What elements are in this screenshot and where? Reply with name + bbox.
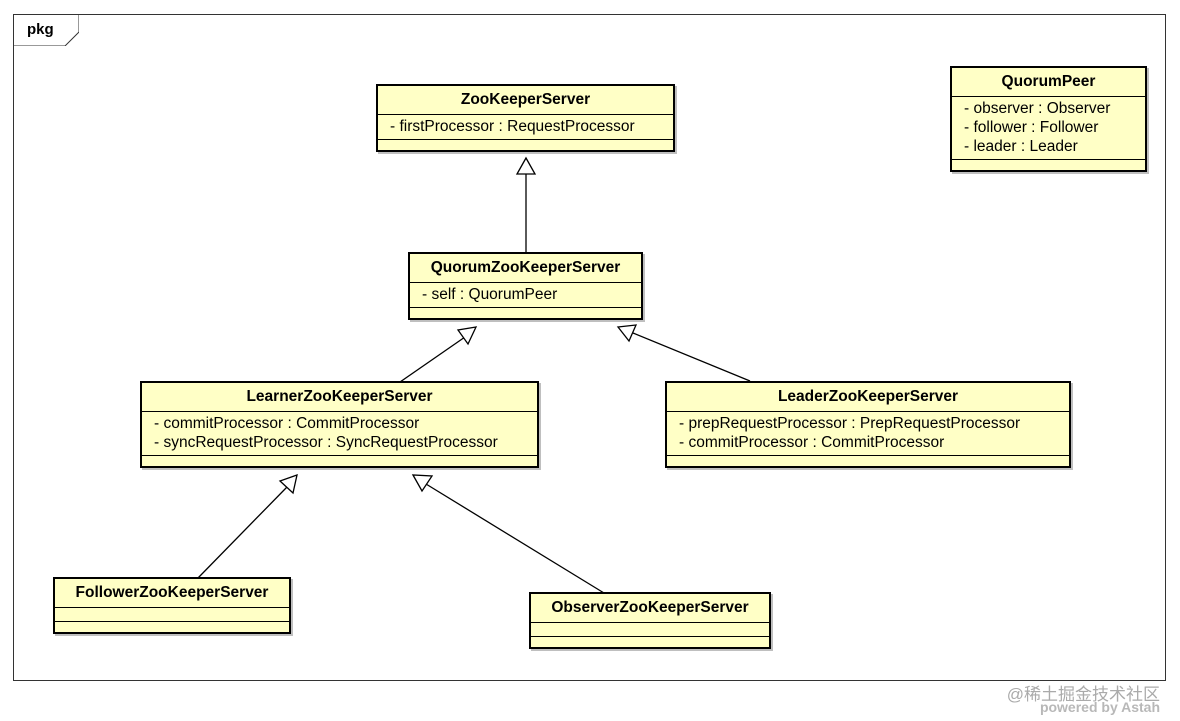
astah-watermark: powered by Astah [1039, 699, 1160, 715]
arrowhead-quorum-left [456, 326, 478, 346]
class-name: FollowerZooKeeperServer [55, 579, 289, 608]
attribute: - observer : Observer [964, 100, 1111, 117]
class-quorum-zookeeper-server[interactable]: QuorumZooKeeperServer - self : QuorumPee… [408, 252, 643, 320]
edge-leader-to-quorum [632, 332, 751, 382]
arrowhead-learner-left [278, 473, 298, 495]
edge-follower-to-learner [197, 486, 288, 579]
community-watermark: @稀土掘金技术社区 [1006, 685, 1160, 704]
package-frame-tab [13, 14, 79, 46]
arrowhead-quorum-right [616, 324, 638, 343]
attribute: - leader : Leader [964, 138, 1078, 155]
attribute-compartment: - commitProcessor : CommitProcessor - sy… [142, 412, 537, 456]
class-name: QuorumPeer [952, 68, 1145, 97]
class-name: ZooKeeperServer [378, 86, 673, 115]
class-quorum-peer[interactable]: QuorumPeer - observer : Observer - follo… [950, 66, 1147, 172]
attribute-compartment: - firstProcessor : RequestProcessor [378, 115, 673, 140]
class-learner-zookeeper-server[interactable]: LearnerZooKeeperServer - commitProcessor… [140, 381, 539, 468]
class-name: QuorumZooKeeperServer [410, 254, 641, 283]
operation-compartment [667, 456, 1069, 466]
class-leader-zookeeper-server[interactable]: LeaderZooKeeperServer - prepRequestProce… [665, 381, 1071, 468]
package-frame [13, 14, 1166, 681]
class-observer-zookeeper-server[interactable]: ObserverZooKeeperServer [529, 592, 771, 649]
operation-compartment [378, 140, 673, 150]
attribute-compartment [55, 608, 289, 622]
attribute-compartment: - prepRequestProcessor : PrepRequestProc… [667, 412, 1069, 456]
edge-observer-to-learner [425, 483, 605, 594]
attribute-compartment: - observer : Observer - follower : Follo… [952, 97, 1145, 160]
attribute: - syncRequestProcessor : SyncRequestProc… [154, 434, 498, 451]
operation-compartment [142, 456, 537, 466]
attribute-compartment: - self : QuorumPeer [410, 283, 641, 308]
attribute-compartment [531, 623, 769, 637]
class-follower-zookeeper-server[interactable]: FollowerZooKeeperServer [53, 577, 291, 634]
attribute: - follower : Follower [964, 119, 1099, 136]
attribute: - self : QuorumPeer [422, 286, 558, 303]
operation-compartment [952, 160, 1145, 170]
operation-compartment [410, 308, 641, 318]
arrowhead-zookeeper [515, 156, 537, 175]
attribute: - prepRequestProcessor : PrepRequestProc… [679, 415, 1021, 432]
arrowhead-learner-right [411, 474, 434, 493]
package-label: pkg [27, 21, 54, 38]
operation-compartment [55, 622, 289, 632]
attribute: - commitProcessor : CommitProcessor [154, 415, 420, 432]
edge-learner-to-quorum [399, 336, 466, 383]
class-zookeeper-server[interactable]: ZooKeeperServer - firstProcessor : Reque… [376, 84, 675, 152]
attribute: - commitProcessor : CommitProcessor [679, 434, 945, 451]
class-name: ObserverZooKeeperServer [531, 594, 769, 623]
class-name: LeaderZooKeeperServer [667, 383, 1069, 412]
operation-compartment [531, 637, 769, 647]
class-name: LearnerZooKeeperServer [142, 383, 537, 412]
attribute: - firstProcessor : RequestProcessor [390, 118, 635, 135]
